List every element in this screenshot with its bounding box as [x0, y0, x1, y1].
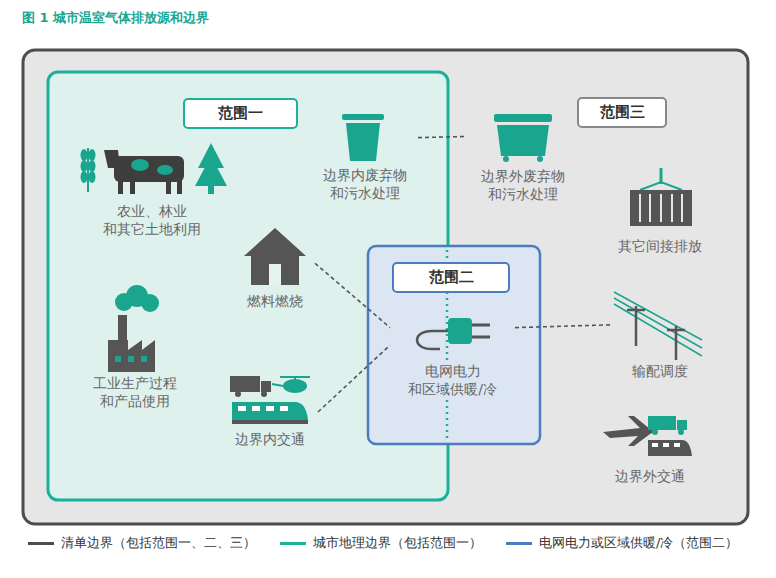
item-caption: 农业、林业 和其它土地利用	[87, 203, 217, 238]
item-caption: 燃料燃烧	[235, 293, 315, 311]
transport-outside-item: 边界外交通	[595, 410, 705, 485]
item-caption: 电网电力 和区域供暖/冷	[393, 363, 513, 398]
legend-text: 电网电力或区域供暖/冷（范围二）	[539, 534, 738, 552]
dashed-connector	[515, 325, 612, 328]
scope-label: 范围三	[577, 97, 667, 128]
legend-text: 城市地理边界（包括范围一）	[313, 534, 482, 552]
waste-inside-item: 边界内废弃物 和污水处理	[312, 110, 418, 202]
legend-item: 电网电力或区域供暖/冷（范围二）	[506, 534, 738, 552]
dashed-connector	[418, 137, 466, 138]
transport-inside-item: 边界内交通	[222, 368, 318, 448]
dispatch-item: 输配调度	[612, 288, 707, 380]
item-caption: 其它间接排放	[606, 238, 714, 256]
scope-two-region: 范围二电网电力 和区域供暖/冷	[368, 246, 540, 444]
inventory-boundary: 范围三 范围一农业、林业 和其它土地利用 边界内废弃物 和污水处理燃料燃烧工业生产过…	[23, 50, 748, 524]
legend: 清单边界（包括范围一、二、三） 城市地理边界（包括范围一） 电网电力或区域供暖/冷（…	[28, 534, 762, 552]
city-boundary: 范围一农业、林业 和其它土地利用 边界内废弃物 和污水处理燃料燃烧工业生产过程 和…	[48, 72, 448, 500]
fuel-item: 燃料燃烧	[235, 225, 315, 310]
item-caption: 边界外废弃物 和污水处理	[466, 168, 580, 203]
dashed-connector	[318, 345, 390, 412]
industry-item: 工业生产过程 和产品使用	[76, 285, 194, 410]
item-caption: 输配调度	[612, 363, 707, 381]
waste-outside-item: 边界外废弃物 和污水处理	[466, 108, 580, 203]
scope-label: 范围二	[392, 262, 510, 293]
item-caption: 边界内交通	[222, 431, 318, 449]
legend-line	[506, 542, 532, 545]
indirect-item: 其它间接排放	[606, 165, 714, 255]
item-caption: 工业生产过程 和产品使用	[76, 375, 194, 410]
legend-line	[280, 542, 306, 545]
legend-line	[28, 542, 54, 545]
item-caption: 边界外交通	[595, 468, 705, 486]
legend-item: 清单边界（包括范围一、二、三）	[28, 534, 256, 552]
agriculture-item: 农业、林业 和其它土地利用	[72, 138, 232, 238]
item-caption: 边界内废弃物 和污水处理	[312, 167, 418, 202]
legend-text: 清单边界（包括范围一、二、三）	[61, 534, 256, 552]
legend-item: 城市地理边界（包括范围一）	[280, 534, 482, 552]
figure-title: 图 1 城市温室气体排放源和边界	[22, 9, 209, 27]
grid-item: 电网电力 和区域供暖/冷	[390, 310, 515, 398]
scope-label: 范围一	[183, 98, 298, 129]
dashed-connector	[315, 263, 390, 327]
